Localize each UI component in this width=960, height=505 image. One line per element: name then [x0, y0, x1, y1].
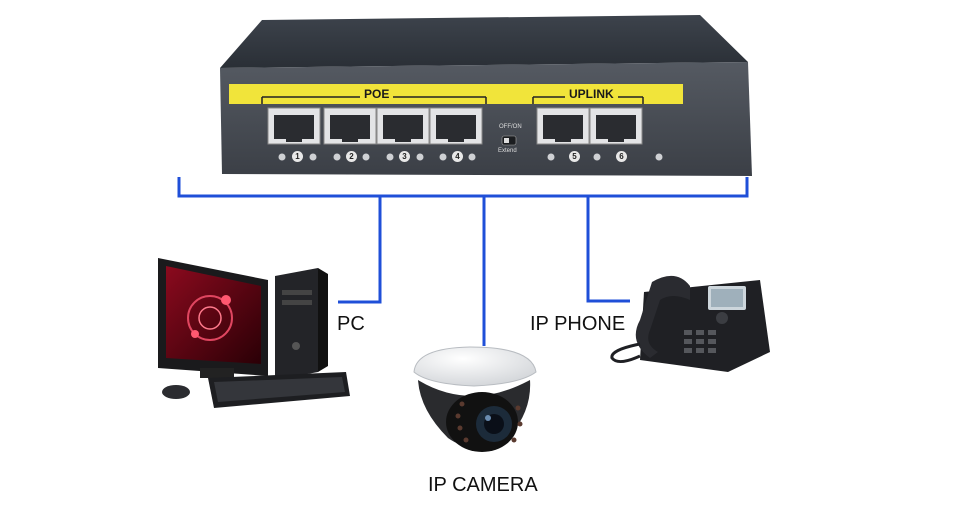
uplink-port-5: [536, 107, 590, 145]
status-leds: [278, 153, 663, 161]
ip-phone-icon: [610, 275, 770, 372]
phone-link: [586, 196, 630, 303]
phone-handset: [635, 275, 690, 358]
port-number-3: 3: [399, 151, 410, 162]
pc-link: [338, 196, 382, 304]
network-links: [177, 177, 749, 346]
pc-icon: [158, 258, 350, 408]
poe-switch: [220, 15, 752, 176]
pc-label: PC: [337, 313, 365, 335]
poe-section-label: POE: [360, 88, 394, 100]
ip-camera-icon: [413, 346, 537, 452]
poe-port-3: [376, 107, 430, 145]
poe-port-1: [267, 107, 321, 145]
monitor-screen: [166, 266, 261, 364]
port-number-5: 5: [569, 151, 580, 162]
poe-port-2: [323, 107, 377, 145]
poe-port-4: [429, 107, 483, 145]
port-number-6: 6: [616, 151, 627, 162]
toggle-label: OFF/ON: [499, 124, 522, 130]
backbone-bracket: [177, 177, 749, 198]
switch-top: [220, 15, 748, 68]
port-number-1: 1: [292, 151, 303, 162]
pc-tower: [275, 268, 318, 380]
uplink-port-6: [589, 107, 643, 145]
port-number-4: 4: [452, 151, 463, 162]
phone-keypad: [684, 330, 716, 353]
port-number-2: 2: [346, 151, 357, 162]
uplink-section-label: UPLINK: [565, 88, 618, 100]
ip-camera-label: IP CAMERA: [428, 474, 538, 496]
ip-phone-label: IP PHONE: [530, 313, 626, 335]
extend-label: Extend: [498, 148, 517, 154]
mouse: [162, 385, 190, 399]
